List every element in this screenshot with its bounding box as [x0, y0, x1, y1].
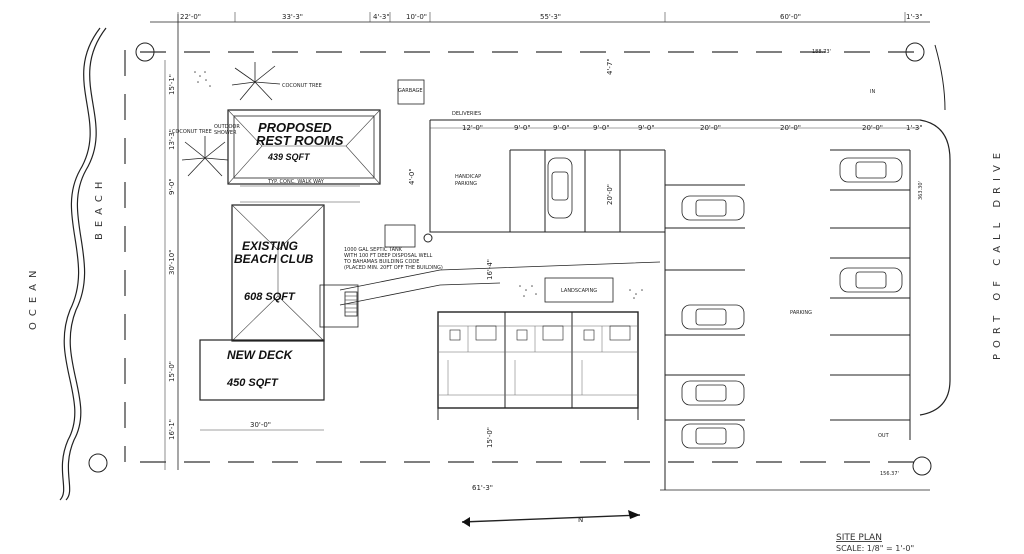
svg-text:9'-0": 9'-0" — [514, 124, 531, 132]
svg-text:20'-0": 20'-0" — [862, 124, 883, 132]
svg-text:61'-3": 61'-3" — [472, 484, 493, 492]
beach-club-area: 608 SQFT — [244, 291, 296, 303]
parking-label: PARKING — [790, 310, 812, 316]
rest-rooms-area: 439 SQFT — [267, 152, 311, 162]
svg-text:1'-3": 1'-3" — [906, 124, 923, 132]
dim-left-3: 9'-0" — [168, 178, 176, 195]
road-edge — [919, 44, 951, 416]
road-label: PORT OF CALL DRIVE — [992, 147, 1003, 360]
car-icon — [547, 157, 903, 449]
dim-top-3: 4'-3" — [373, 13, 390, 21]
deck-dimension: 30'-0" — [200, 421, 324, 431]
septic-note: 1000 GAL SEPTIC TANK WITH 100 FT DEEP DI… — [343, 247, 443, 271]
handicap-parking-label: HANDICAP PARKING — [455, 174, 483, 187]
north-label: N — [578, 516, 583, 524]
left-dimensions: 15'-1" 13'-3" 9'-0" 30'-10" 15'-0" 16'-1… — [164, 60, 176, 470]
svg-text:4'-0": 4'-0" — [408, 168, 416, 185]
svg-text:9'-0": 9'-0" — [638, 124, 655, 132]
property-boundary — [88, 14, 932, 491]
dim-top-2: 33'-3" — [282, 13, 303, 21]
parking-stalls-row-a — [509, 149, 666, 232]
out-label: OUT — [878, 433, 890, 439]
outdoor-shower-label: OUTDOOR SHOWER — [214, 124, 241, 136]
svg-text:156.37': 156.37' — [880, 471, 899, 477]
svg-text:363.30': 363.30' — [918, 181, 924, 200]
svg-text:16'-4": 16'-4" — [486, 259, 494, 280]
coconut-tree-label-1: COCONUT TREE — [282, 83, 322, 89]
svg-text:20'-0": 20'-0" — [780, 124, 801, 132]
landscaping-strip — [544, 277, 614, 303]
svg-text:12'-0": 12'-0" — [462, 124, 483, 132]
deck-title: NEW DECK — [227, 348, 294, 362]
stairs — [345, 295, 357, 313]
existing-beach-club — [231, 204, 359, 342]
svg-text:9'-0": 9'-0" — [553, 124, 570, 132]
coconut-tree-label-2: COCONUT TREE — [172, 129, 212, 135]
landscaping-stipple — [194, 71, 643, 299]
dim-left-5: 15'-0" — [168, 361, 176, 382]
parking-lot — [429, 119, 920, 490]
svg-text:9'-0": 9'-0" — [593, 124, 610, 132]
dim-top-6: 60'-0" — [780, 13, 801, 21]
dim-left-1: 15'-1" — [168, 74, 176, 95]
septic-tank — [384, 224, 433, 248]
deck-area: 450 SQFT — [226, 377, 279, 389]
landscaping-label: LANDSCAPING — [561, 288, 597, 294]
site-plan-title: SITE PLAN — [836, 533, 882, 543]
svg-text:4'-7": 4'-7" — [606, 58, 614, 75]
garbage-label: GARBAGE — [398, 88, 423, 94]
deliveries-label: DELIVERIES — [452, 111, 481, 117]
dim-top-5: 55'-3" — [540, 13, 561, 21]
parking-stalls-left — [665, 184, 745, 421]
svg-text:188.73': 188.73' — [812, 49, 831, 55]
top-dimensions: 22'-0" 33'-3" 4'-3" 10'-0" 55'-3" 60'-0"… — [177, 12, 923, 22]
north-arrow-icon — [461, 510, 641, 527]
dim-left-2: 13'-3" — [168, 129, 176, 150]
svg-text:30'-0": 30'-0" — [250, 421, 271, 429]
dim-left-6: 16'-1" — [168, 419, 176, 440]
dim-top-7: 1'-3" — [906, 13, 923, 21]
in-label: IN — [870, 89, 875, 95]
beach-club-title: EXISTING BEACH CLUB — [234, 239, 314, 266]
svg-text:15'-0": 15'-0" — [486, 427, 494, 448]
ocean-label: OCEAN — [28, 265, 39, 331]
walkway-label: TYP. CONC. WALK WAY — [267, 179, 325, 185]
rest-rooms-title: PROPOSED REST ROOMS — [256, 120, 344, 148]
dim-top-4: 10'-0" — [406, 13, 427, 21]
dim-left-4: 30'-10" — [168, 250, 176, 275]
svg-text:20'-0": 20'-0" — [606, 184, 614, 205]
scale-label: SCALE: 1/8" = 1'-0" — [836, 544, 914, 553]
connector-walkway — [339, 261, 661, 306]
parking-stalls-right — [830, 149, 910, 421]
proposed-rest-rooms — [227, 109, 381, 185]
shoreline — [59, 27, 107, 501]
coconut-tree-icon — [181, 62, 281, 177]
parking-dimensions: 12'-0" 9'-0" 9'-0" 9'-0" 9'-0" 20'-0" 20… — [408, 49, 924, 492]
rental-units — [437, 311, 639, 420]
dim-top-1: 22'-0" — [180, 13, 201, 21]
walkway — [240, 185, 360, 203]
svg-text:20'-0": 20'-0" — [700, 124, 721, 132]
garbage-enclosure — [397, 79, 425, 105]
beach-label: BEACH — [94, 176, 105, 240]
new-deck — [199, 339, 325, 401]
